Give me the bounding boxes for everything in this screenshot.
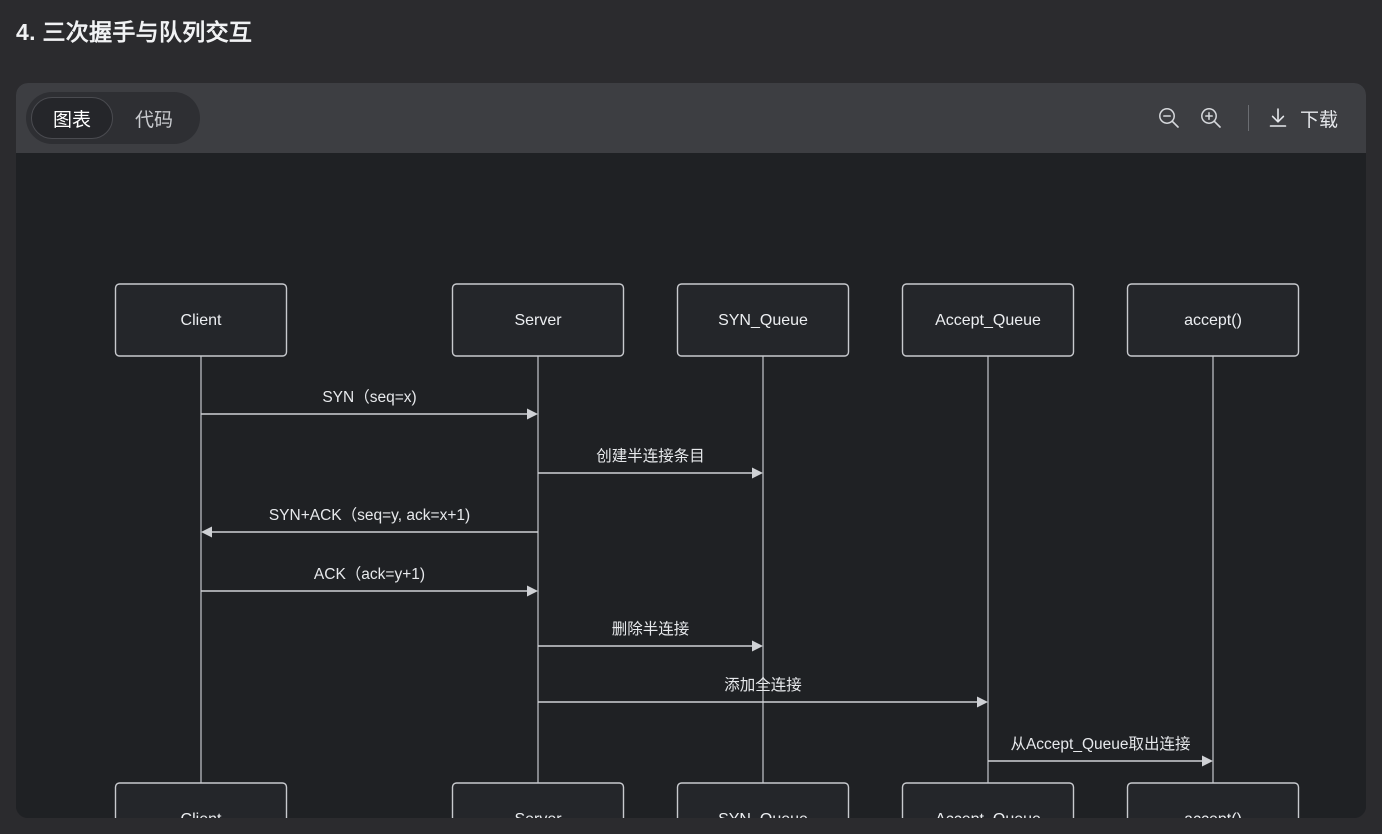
participant-syn_queue-bottom[interactable]: SYN_Queue bbox=[676, 782, 850, 818]
toolbar-actions: 下载 bbox=[1148, 97, 1342, 139]
participant-box bbox=[114, 283, 288, 357]
participant-label: Client bbox=[181, 811, 222, 818]
participant-label: Server bbox=[514, 811, 562, 818]
participant-accept_queue-top[interactable]: Accept_Queue bbox=[901, 283, 1075, 357]
message-arrowhead bbox=[752, 640, 763, 652]
message-2: 创建半连接条目 bbox=[538, 447, 763, 479]
message-label: 删除半连接 bbox=[612, 620, 690, 638]
message-arrowhead bbox=[527, 408, 538, 420]
message-arrowhead bbox=[977, 696, 988, 708]
tab-diagram-label: 图表 bbox=[53, 109, 92, 131]
participant-server-bottom[interactable]: Server bbox=[451, 782, 625, 818]
message-label: 创建半连接条目 bbox=[596, 447, 705, 465]
participant-label: accept() bbox=[1184, 811, 1242, 818]
participant-server-top[interactable]: Server bbox=[451, 283, 625, 357]
participant-syn_queue-top[interactable]: SYN_Queue bbox=[676, 283, 850, 357]
message-label: 从Accept_Queue取出连接 bbox=[1010, 735, 1190, 753]
message-3: SYN+ACK（seq=y, ack=x+1) bbox=[201, 507, 538, 538]
participant-box bbox=[1126, 283, 1300, 357]
download-button[interactable]: 下载 bbox=[1265, 105, 1342, 132]
toolbar-divider bbox=[1247, 105, 1249, 131]
participant-accept_fn-bottom[interactable]: accept() bbox=[1126, 782, 1300, 818]
participant-box bbox=[451, 782, 625, 818]
message-arrowhead bbox=[201, 526, 212, 538]
message-arrowhead bbox=[752, 467, 763, 479]
message-label: SYN（seq=x) bbox=[322, 389, 416, 406]
page-title: 4. 三次握手与队列交互 bbox=[16, 19, 253, 45]
message-7: 从Accept_Queue取出连接 bbox=[988, 735, 1213, 767]
download-label: 下载 bbox=[1299, 109, 1338, 131]
tab-code-label: 代码 bbox=[135, 109, 174, 131]
participant-accept_fn-top[interactable]: accept() bbox=[1126, 283, 1300, 357]
participant-label: Server bbox=[514, 312, 562, 329]
participant-box bbox=[114, 782, 288, 818]
participant-accept_queue-bottom[interactable]: Accept_Queue bbox=[901, 782, 1075, 818]
message-arrowhead bbox=[1202, 755, 1213, 767]
message-label: ACK（ack=y+1) bbox=[314, 566, 425, 583]
participant-box bbox=[676, 782, 850, 818]
participant-box bbox=[901, 782, 1075, 818]
participant-label: Client bbox=[181, 312, 222, 329]
participant-client-bottom[interactable]: Client bbox=[114, 782, 288, 818]
message-4: ACK（ack=y+1) bbox=[201, 566, 538, 597]
message-5: 删除半连接 bbox=[538, 620, 763, 652]
diagram-panel: 图表 代码 bbox=[16, 83, 1366, 818]
participant-box bbox=[676, 283, 850, 357]
view-tabs: 图表 代码 bbox=[26, 92, 201, 144]
participant-label: Accept_Queue bbox=[935, 811, 1041, 818]
download-icon bbox=[1269, 108, 1287, 127]
zoom-out-button[interactable] bbox=[1148, 97, 1190, 139]
sequence-diagram-svg: ClientClientServerServerSYN_QueueSYN_Que… bbox=[114, 283, 1300, 818]
participant-box bbox=[451, 283, 625, 357]
message-label: SYN+ACK（seq=y, ack=x+1) bbox=[269, 507, 470, 524]
message-1: SYN（seq=x) bbox=[201, 389, 538, 420]
participant-box bbox=[1126, 782, 1300, 818]
participant-box bbox=[901, 283, 1075, 357]
zoom-out-icon bbox=[1159, 108, 1179, 128]
zoom-in-icon bbox=[1201, 108, 1221, 128]
message-label: 添加全连接 bbox=[724, 676, 802, 694]
tab-diagram[interactable]: 图表 bbox=[31, 97, 114, 139]
participant-label: accept() bbox=[1184, 312, 1242, 329]
participant-client-top[interactable]: Client bbox=[114, 283, 288, 357]
participant-label: SYN_Queue bbox=[718, 811, 808, 818]
tab-code[interactable]: 代码 bbox=[113, 97, 195, 139]
message-arrowhead bbox=[527, 585, 538, 597]
zoom-in-button[interactable] bbox=[1190, 97, 1232, 139]
participant-label: Accept_Queue bbox=[935, 312, 1041, 329]
diagram-toolbar: 图表 代码 bbox=[16, 83, 1366, 153]
message-6: 添加全连接 bbox=[538, 676, 988, 708]
participant-label: SYN_Queue bbox=[718, 312, 808, 329]
diagram-canvas[interactable]: ClientClientServerServerSYN_QueueSYN_Que… bbox=[16, 153, 1366, 818]
